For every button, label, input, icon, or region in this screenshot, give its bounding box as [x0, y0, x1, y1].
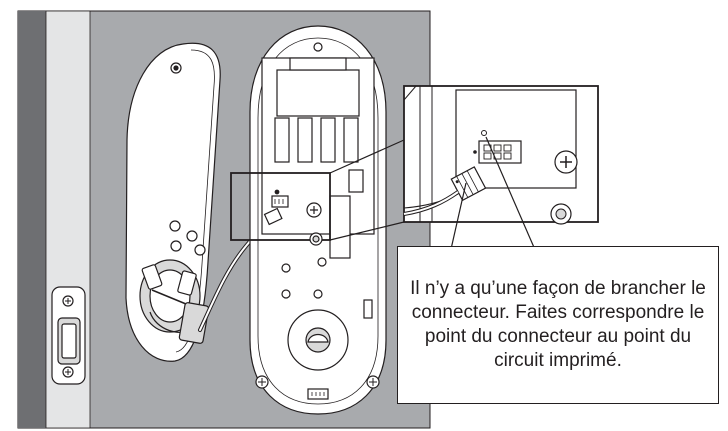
- connector-highlight-box: [230, 172, 331, 241]
- instruction-callout: Il n’y a qu’une façon de brancher le con…: [397, 246, 719, 404]
- exterior-lock-assembly: [125, 42, 221, 362]
- pcb-socket: [478, 140, 522, 164]
- zoom-line-bottom: [329, 221, 405, 241]
- leader-line-board: [485, 136, 537, 253]
- interior-lock-assembly: [230, 25, 387, 415]
- zoom-line-top: [329, 139, 405, 174]
- leader-line-plug: [448, 182, 467, 259]
- magnified-connector-inset: [403, 85, 599, 225]
- door-edge-dark: [18, 11, 46, 428]
- cable-plug: [450, 166, 487, 202]
- strike-plate: [51, 286, 86, 385]
- callout-text: Il n’y a qu’une façon de brancher le con…: [410, 278, 706, 371]
